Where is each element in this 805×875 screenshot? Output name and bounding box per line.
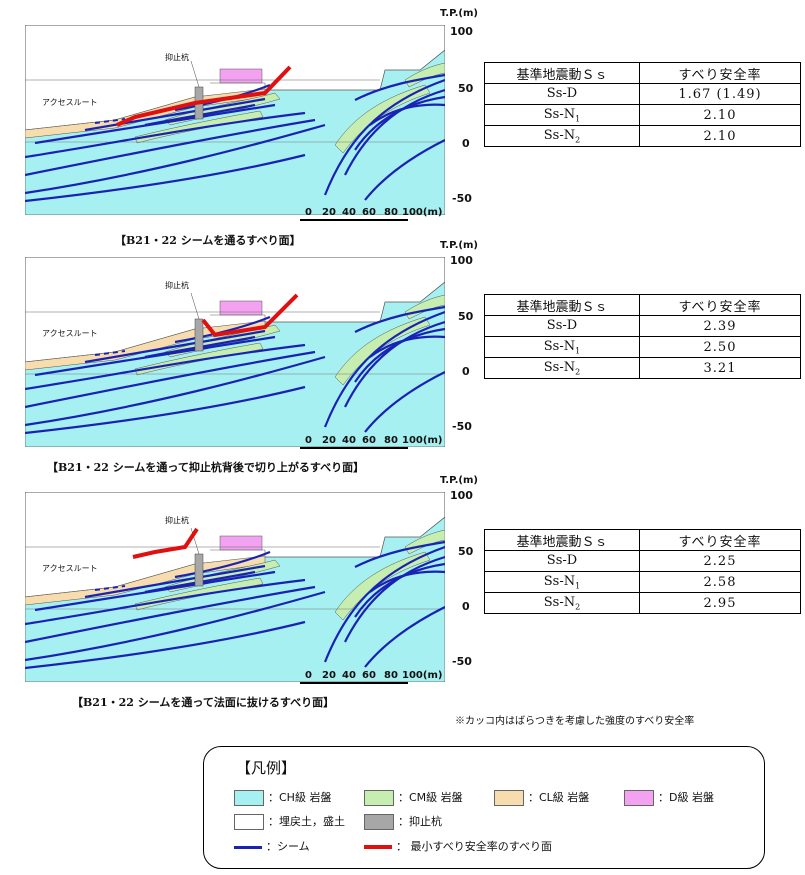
section-panel-3: T.P.(m) 100 50 0 -50 アクセスルート 抑止杭 0 20 40…	[0, 475, 805, 715]
table-header-ss: 基準地震動Ｓｓ	[484, 62, 640, 84]
table-row-value: 2.25	[639, 550, 801, 572]
scale-bar: 0 20 40 60 80 100(m)	[300, 435, 450, 457]
table-row-label: Ss-N1	[484, 571, 640, 593]
axis-tick-0: 0	[462, 365, 470, 378]
table-row-label: Ss-D	[484, 83, 640, 105]
axis-tick-100: 100	[450, 254, 473, 267]
legend-item-cm: ：CM級 岩盤	[364, 789, 463, 806]
table-row-label: Ss-N2	[484, 592, 640, 614]
scale-bar: 0 20 40 60 80 100(m)	[300, 670, 450, 692]
section-caption: 【B21・22 シームを通って法面に抜けるすべり面】	[72, 696, 335, 709]
section-caption: 【B21・22 シームを通って抑止杭背後で切り上がるすべり面】	[47, 461, 365, 474]
label-pile: 抑止杭	[165, 53, 189, 62]
section-panel-1: T.P.(m) 100 50 0 -50 アクセスルート 抑止杭 0 20 40…	[0, 0, 805, 247]
section-caption: 【B21・22 シームを通るすべり面】	[115, 234, 301, 247]
legend-box: 【凡例】 ：CH級 岩盤 ：CM級 岩盤 ：CL級 岩盤 ：D級 岩盤 ：埋戻土…	[203, 746, 765, 869]
table-row-value: 2.10	[639, 125, 801, 147]
table-row-label: Ss-D	[484, 315, 640, 337]
axis-title: T.P.(m)	[440, 475, 478, 486]
table-row-value: 3.21	[639, 357, 801, 379]
legend-item-seam: ：シーム	[234, 838, 310, 854]
label-pile: 抑止杭	[165, 281, 189, 290]
label-access-route: アクセスルート	[42, 564, 98, 573]
axis-tick-50: 50	[458, 310, 474, 323]
label-access-route: アクセスルート	[42, 98, 98, 107]
legend-swatch	[364, 814, 394, 830]
table-row-label: Ss-N1	[484, 104, 640, 126]
table-row-label: Ss-D	[484, 550, 640, 572]
legend-swatch	[234, 814, 264, 830]
axis-tick-minus50: -50	[452, 192, 472, 205]
table-row-value: 2.50	[639, 336, 801, 358]
legend-item-backfill: ：埋戻土，盛土	[234, 813, 345, 830]
table-header-ss: 基準地震動Ｓｓ	[484, 529, 640, 551]
slip-surface-line	[116, 65, 292, 127]
axis-tick-minus50: -50	[452, 655, 472, 668]
legend-title: 【凡例】	[236, 759, 297, 777]
legend-swatch	[234, 790, 264, 806]
axis-tick-50: 50	[458, 545, 474, 558]
footnote: ※カッコ内はばらつきを考慮した強度のすべり安全率	[455, 716, 695, 727]
slip-surface-line	[132, 527, 199, 559]
slip-line-icon	[364, 845, 392, 849]
seam-line-icon	[234, 845, 262, 849]
legend-item-ch: ：CH級 岩盤	[234, 789, 331, 806]
table-header-sf: すべり安全率	[639, 294, 801, 316]
table-row-label: Ss-N2	[484, 125, 640, 147]
table-row-value: 2.58	[639, 571, 801, 593]
slip-surface-line	[201, 293, 299, 338]
axis-tick-100: 100	[450, 489, 473, 502]
axis-tick-0: 0	[462, 600, 470, 613]
legend-item-d: ：D級 岩盤	[624, 789, 714, 806]
table-row-value: 1.67 (1.49)	[639, 83, 801, 105]
table-row-value: 2.10	[639, 104, 801, 126]
axis-tick-minus50: -50	[452, 420, 472, 433]
legend-item-cl: ：CL級 岩盤	[494, 789, 589, 806]
cross-section-diagram-1	[25, 25, 445, 215]
axis-title: T.P.(m)	[440, 8, 478, 19]
axis-tick-100: 100	[450, 25, 473, 38]
axis-tick-50: 50	[458, 82, 474, 95]
legend-swatch	[364, 790, 394, 806]
table-header-sf: すべり安全率	[639, 529, 801, 551]
section-panel-2: T.P.(m) 100 50 0 -50 アクセスルート 抑止杭 0 20 40…	[0, 240, 805, 480]
table-header-ss: 基準地震動Ｓｓ	[484, 294, 640, 316]
cross-section-diagram-3	[25, 492, 445, 682]
label-pile: 抑止杭	[165, 516, 189, 525]
legend-item-slip: ： 最小すべり安全率のすべり面	[364, 838, 552, 854]
label-access-route: アクセスルート	[42, 329, 98, 338]
legend-item-pile: ：抑止杭	[364, 813, 442, 830]
table-header-sf: すべり安全率	[639, 62, 801, 84]
table-row-value: 2.95	[639, 592, 801, 614]
cross-section-diagram-2	[25, 257, 445, 447]
scale-bar: 0 20 40 60 80 100(m)	[300, 207, 450, 229]
table-row-label: Ss-N1	[484, 336, 640, 358]
legend-swatch	[624, 790, 654, 806]
table-row-label: Ss-N2	[484, 357, 640, 379]
legend-swatch	[494, 790, 524, 806]
table-row-value: 2.39	[639, 315, 801, 337]
axis-tick-0: 0	[462, 137, 470, 150]
axis-title: T.P.(m)	[440, 240, 478, 251]
